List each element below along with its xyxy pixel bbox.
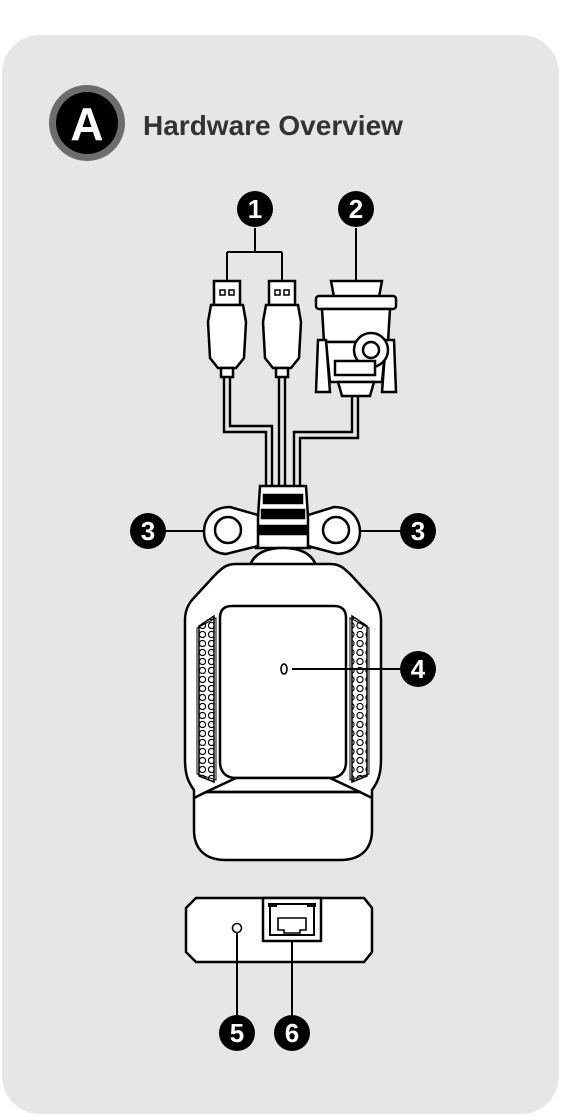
section-badge: A — [49, 85, 125, 161]
ethernet-port — [261, 896, 323, 943]
callout-5: 5 — [219, 1015, 255, 1051]
callout-2: 2 — [338, 191, 374, 227]
svg-text:4: 4 — [411, 654, 426, 684]
strain-relief — [254, 484, 312, 550]
svg-text:3: 3 — [411, 516, 425, 546]
callout-3-right: 3 — [400, 513, 436, 549]
usb-callout-bracket — [226, 228, 357, 281]
callout-3-left: 3 — [130, 513, 166, 549]
cables — [222, 377, 360, 486]
badge-letter: A — [70, 98, 103, 150]
svg-text:5: 5 — [230, 1018, 244, 1048]
reset-pinhole — [231, 922, 243, 934]
adapter-end-view — [184, 896, 374, 964]
mounting-ear-right — [306, 505, 362, 556]
mounting-ear-left — [202, 505, 260, 556]
svg-text:6: 6 — [285, 1018, 299, 1048]
vga-connector — [314, 279, 398, 398]
adapter-body — [183, 546, 383, 862]
status-led — [280, 663, 288, 675]
svg-text:1: 1 — [248, 194, 262, 224]
page-title: Hardware Overview — [143, 110, 403, 141]
vent-left — [196, 614, 217, 784]
usb-plug-right — [261, 279, 303, 379]
svg-text:2: 2 — [349, 194, 363, 224]
usb-plug-left — [206, 279, 248, 379]
vent-right — [349, 614, 370, 784]
callout-6: 6 — [274, 1015, 310, 1051]
callout-4: 4 — [400, 651, 436, 687]
svg-text:3: 3 — [141, 516, 155, 546]
callout-1: 1 — [237, 191, 273, 227]
